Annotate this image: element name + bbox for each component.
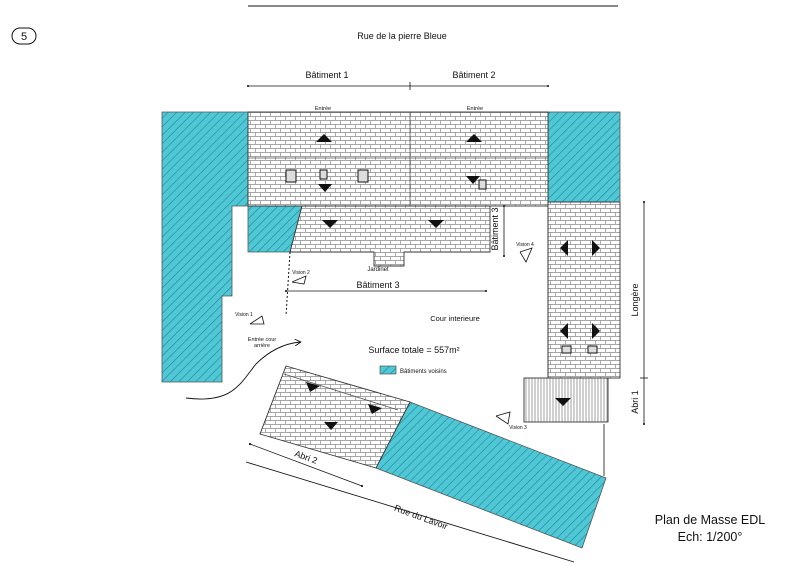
- vision-4-label: Vision 4: [516, 242, 534, 248]
- roof-arrow-down: [324, 422, 338, 430]
- skylight: [587, 345, 598, 354]
- roof-arrow-up: [466, 134, 482, 142]
- plan-scale: Ech: 1/200°: [677, 530, 743, 544]
- roof-arrow-left: [560, 323, 568, 339]
- title-block: Plan de Masse EDL Ech: 1/200°: [630, 512, 790, 546]
- neighbour-building-right: [547, 111, 621, 203]
- building-3-vertical-label: Bâtiment 3: [490, 207, 500, 250]
- longere-building: [547, 201, 621, 379]
- dimension-line-abri-2: [248, 442, 364, 488]
- roof-arrow-right: [592, 323, 600, 339]
- roof-arrow-down: [428, 220, 444, 228]
- roof-arrow-down: [322, 220, 338, 228]
- vision-3-label: Vision 3: [509, 425, 527, 431]
- street-top-label: Rue de la pierre Bleue: [357, 31, 447, 41]
- vision-1-marker: Vision 1: [235, 312, 265, 325]
- skylight: [561, 345, 572, 354]
- roof-arrow-down: [555, 398, 571, 406]
- jardinet-label: Jardinet: [367, 267, 389, 273]
- abri-1-label: Abri 1: [630, 390, 640, 414]
- building-3-horizontal-label: Bâtiment 3: [356, 280, 399, 290]
- building-1-label: Bâtiment 1: [305, 70, 348, 80]
- roof-arrow: [306, 382, 320, 392]
- rear-entrance-label-2: arrière: [254, 343, 270, 349]
- cour-label: Cour interieure: [430, 314, 480, 323]
- skylight: [319, 169, 328, 180]
- neighbour-building-bottom: [375, 401, 607, 549]
- vision-2-label: Vision 2: [292, 270, 310, 276]
- garden-fence: [285, 251, 291, 317]
- legend-label: Bâtiments voisins: [400, 369, 447, 375]
- vision-3-marker: Vision 3: [495, 411, 527, 431]
- rear-entrance-arrow: [185, 342, 300, 400]
- vision-2-marker: Vision 2: [291, 270, 310, 285]
- skylight: [285, 169, 297, 183]
- longere-label: Longère: [630, 283, 640, 316]
- rear-entrance-label-1: Entrée cour: [248, 337, 277, 343]
- building-1-2: [247, 111, 549, 207]
- building-2-label: Bâtiment 2: [452, 70, 495, 80]
- roof-arrow-up: [316, 134, 332, 142]
- roof-arrow: [368, 404, 382, 414]
- skylight: [357, 169, 369, 183]
- entrance-2-label: Entrée: [467, 106, 483, 112]
- roof-arrow-right: [592, 240, 600, 256]
- page-number-badge: [11, 27, 37, 45]
- roof-arrow-down: [466, 176, 480, 184]
- skylight: [478, 179, 487, 190]
- abri-2-building: [259, 365, 411, 469]
- vision-1-label: Vision 1: [235, 312, 253, 318]
- plan-title: Plan de Masse EDL: [654, 513, 766, 527]
- neighbour-building-left: [161, 111, 249, 383]
- entrance-1-label: Entrée: [315, 106, 331, 112]
- building-3: [289, 205, 491, 267]
- surface-total: Surface totale = 557m²: [368, 345, 459, 355]
- page-number: 5: [21, 31, 27, 43]
- abri-2-label: Abri 2: [293, 448, 319, 465]
- roof-arrow-left: [560, 240, 568, 256]
- legend-swatch: [379, 365, 397, 375]
- street-bottom-edge: [245, 461, 575, 563]
- street-bottom-label: Rue du Lavoir: [393, 503, 449, 532]
- vision-4-marker: Vision 4: [516, 242, 534, 263]
- roof-arrow-down: [318, 184, 332, 192]
